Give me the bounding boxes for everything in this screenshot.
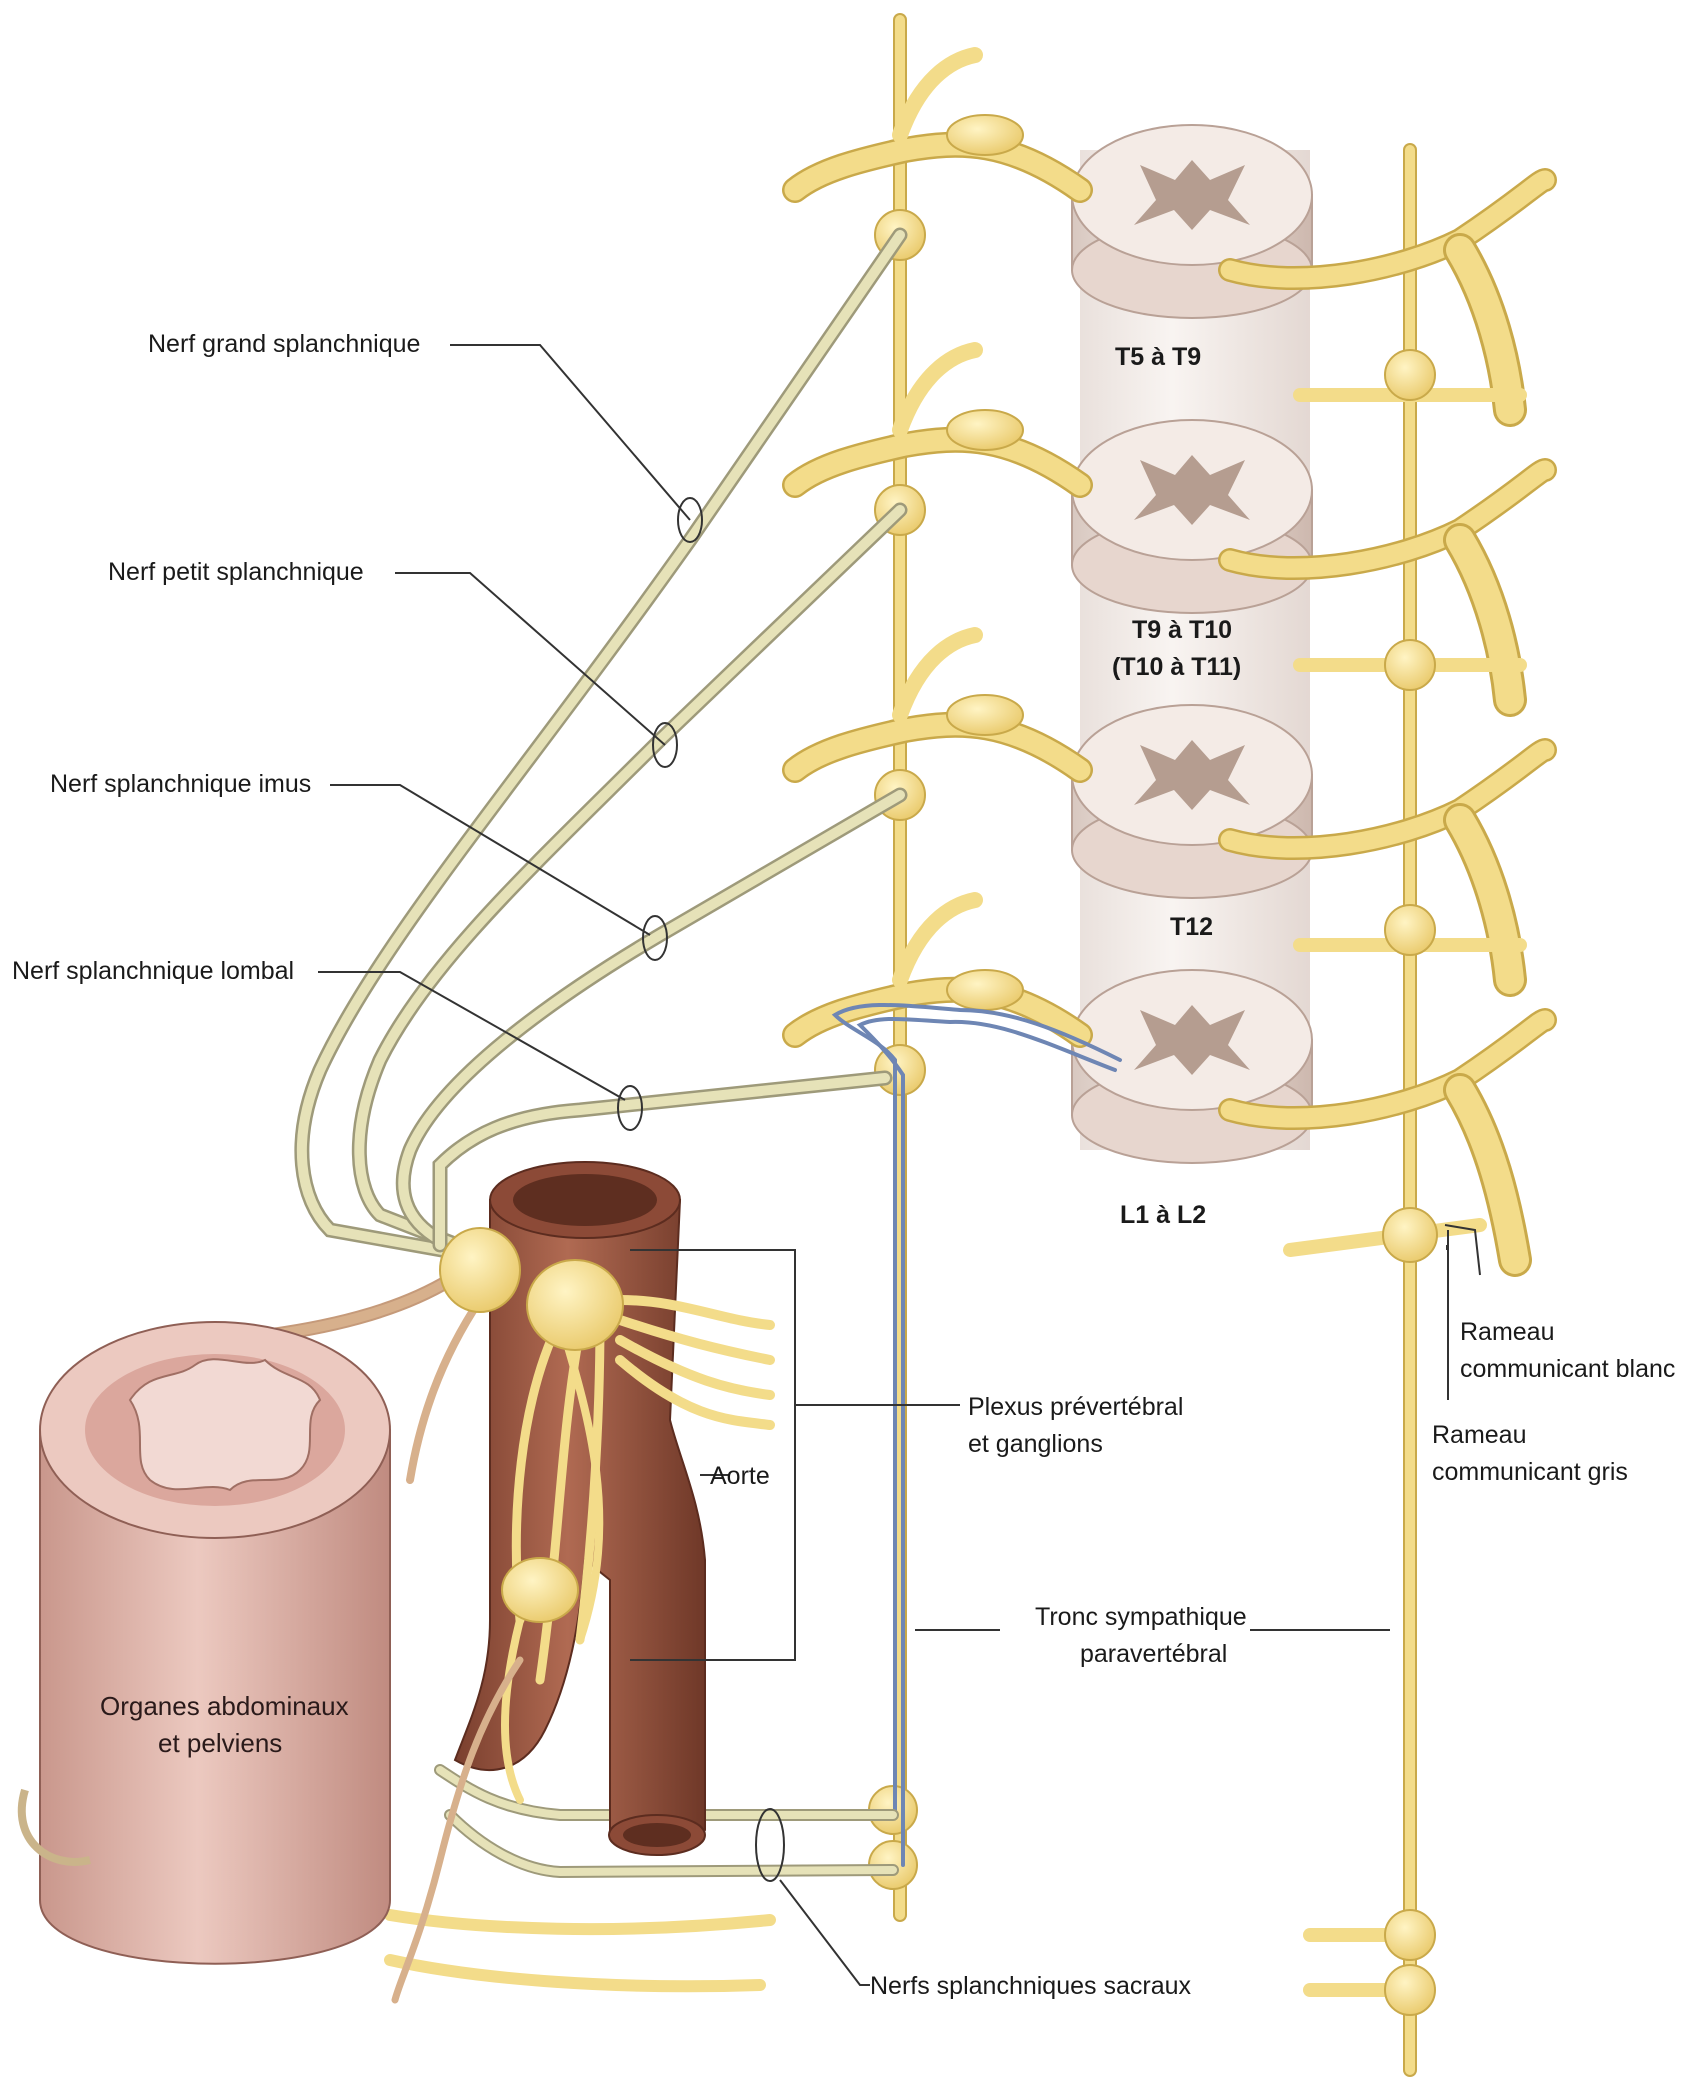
label-rameau-gris-line1: Rameau: [1432, 1421, 1527, 1449]
left-spinal-nerves: [795, 55, 1080, 1035]
label-plexus-line2: et ganglions: [968, 1430, 1103, 1458]
label-rameau-blanc-line1: Rameau: [1460, 1318, 1555, 1346]
segment-t10-t11: (T10 à T11): [1112, 653, 1241, 681]
label-nerf-splanchnique-imus: Nerf splanchnique imus: [50, 770, 311, 798]
label-tronc-line2: paravertébral: [1080, 1640, 1227, 1668]
label-organes-line2: et pelviens: [158, 1728, 282, 1758]
segment-t9-t10: T9 à T10: [1132, 616, 1232, 644]
segment-t12: T12: [1170, 913, 1213, 941]
label-nerf-petit-splanchnique: Nerf petit splanchnique: [108, 558, 364, 586]
label-rameau-gris-line2: communicant gris: [1432, 1458, 1628, 1486]
spinal-cord-section-t9: [1072, 420, 1312, 613]
segment-l1-l2: L1 à L2: [1120, 1201, 1206, 1229]
abdominal-pelvic-organ: [22, 1322, 390, 1964]
splanchnic-nerves: [302, 235, 1120, 1986]
label-plexus-line1: Plexus prévertébral: [968, 1393, 1183, 1421]
label-nerf-grand-splanchnique: Nerf grand splanchnique: [148, 330, 420, 358]
label-aorte: Aorte: [710, 1462, 770, 1490]
label-organes-line1: Organes abdominaux: [100, 1691, 349, 1721]
label-tronc-line1: Tronc sympathique: [1035, 1603, 1247, 1631]
label-rameau-blanc-line2: communicant blanc: [1460, 1355, 1675, 1383]
label-nerfs-splanchniques-sacraux: Nerfs splanchniques sacraux: [870, 1972, 1191, 2000]
spinal-cord-section-t12: [1072, 705, 1312, 898]
segment-t5-t9: T5 à T9: [1115, 343, 1201, 371]
label-nerf-splanchnique-lombal: Nerf splanchnique lombal: [12, 957, 294, 985]
